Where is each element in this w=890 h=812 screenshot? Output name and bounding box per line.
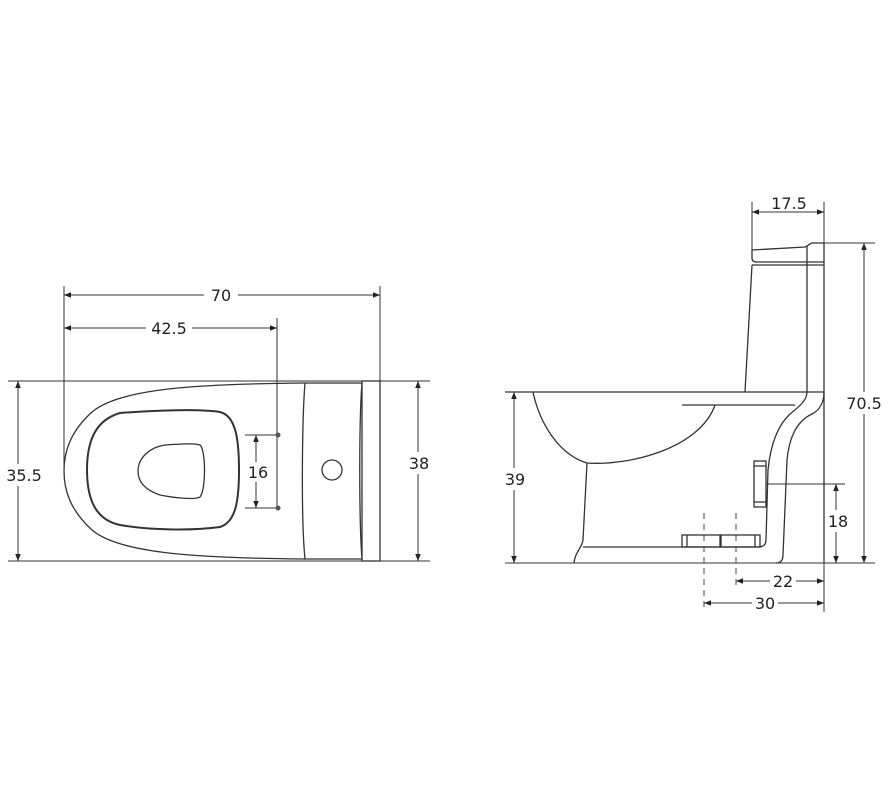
dim-seat-height-label: 39 (505, 470, 525, 489)
dim-rough-in-max-label: 30 (755, 594, 775, 613)
dim-rough-in-min-label: 22 (773, 572, 793, 591)
bowl-opening (137, 443, 206, 500)
tank-back (751, 242, 825, 563)
trap-inner (583, 246, 808, 548)
tank-front (744, 264, 753, 393)
foot-block-1 (681, 534, 721, 548)
dim-bowl-width-label: 35.5 (6, 466, 42, 485)
top-view: 70 42.5 16 35.5 38 (4, 285, 432, 562)
side-view: 17.5 70.5 39 18 22 30 (503, 194, 886, 613)
bowl-outline (63, 382, 306, 560)
dim-tank-depth-label: 17.5 (771, 194, 807, 213)
pedestal (573, 462, 588, 564)
tank-rear (361, 380, 381, 562)
lid-front (751, 250, 824, 263)
dim-length-label: 70 (211, 286, 231, 305)
flush-button-icon (321, 459, 343, 481)
dim-supply-height-label: 18 (828, 512, 848, 531)
bolt-hole-1 (275, 432, 281, 438)
tank-outline (301, 382, 363, 560)
bowl-profile (532, 391, 716, 464)
seat-outline (85, 409, 241, 531)
supply-inlet (753, 460, 767, 508)
dim-bolt-spacing-label: 16 (248, 463, 268, 482)
trap-outer (775, 391, 825, 564)
bolt-hole-2 (275, 505, 281, 511)
dim-total-height-label: 70.5 (846, 394, 882, 413)
foot-block-2 (720, 534, 761, 548)
dim-drain-offset-label: 42.5 (151, 319, 187, 338)
dim-tank-width-label: 38 (409, 454, 429, 473)
